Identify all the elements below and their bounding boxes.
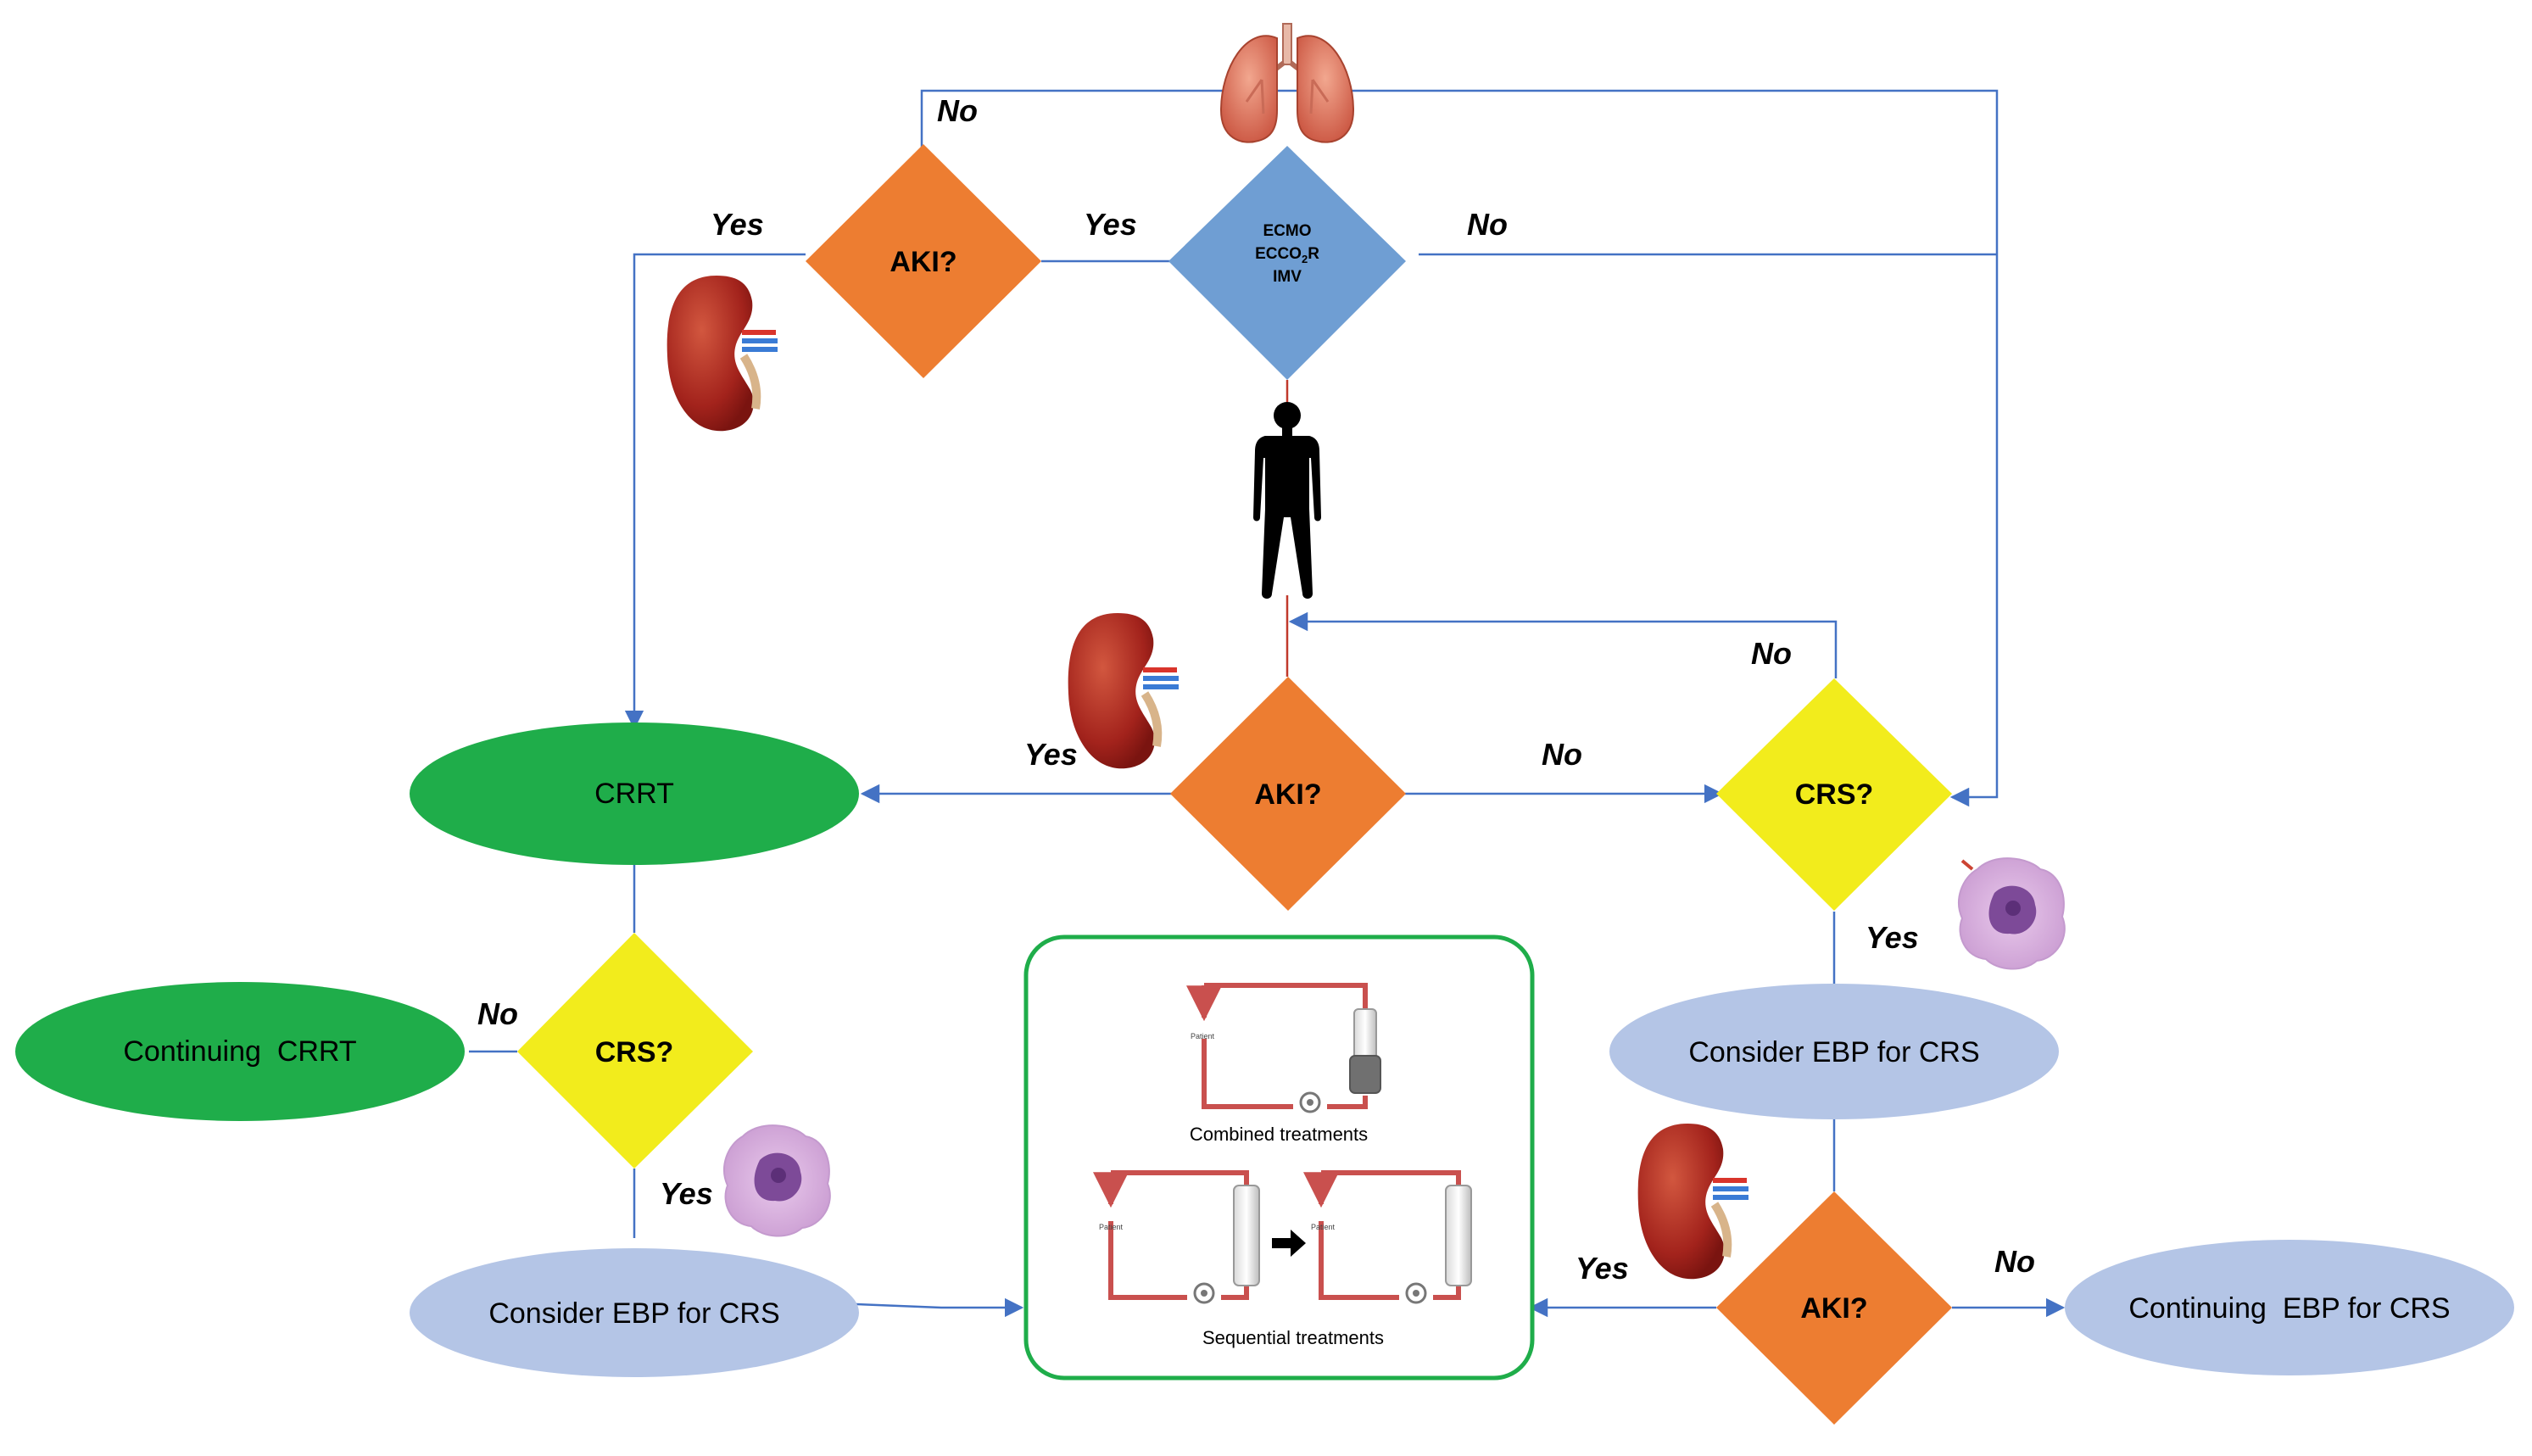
right-crs-diamond	[1716, 678, 1952, 911]
kidney-icon	[1637, 1124, 1748, 1280]
combined-circuit: Patient	[1186, 983, 1381, 1113]
label-no-top-right: No	[1467, 207, 1508, 242]
left-crs-label: CRS?	[595, 1036, 674, 1068]
center-aki-diamond	[1170, 677, 1406, 911]
ebp-left-label: Consider EBP for CRS	[488, 1297, 779, 1330]
connector-no-top-left-loop	[920, 89, 1999, 807]
label-no-bottom-aki: No	[1994, 1244, 2035, 1279]
patient-label-combined: Patient	[1191, 1032, 1215, 1040]
bottom-aki-diamond	[1716, 1191, 1952, 1425]
label-no-top-left: No	[937, 93, 978, 128]
patient-label-seq2: Patient	[1311, 1223, 1336, 1231]
kidney-icon	[1068, 613, 1179, 769]
label-yes-top-left: Yes	[711, 207, 764, 242]
crrt-label: CRRT	[594, 778, 674, 810]
connector-right-crs-no-loop	[1288, 611, 1838, 678]
continuing-crrt-node	[15, 982, 465, 1121]
immune-cell-icon	[723, 1124, 831, 1237]
connectors	[469, 89, 2066, 1318]
continuing-crrt-label: Continuing CRRT	[123, 1035, 356, 1068]
label-no-left-crs: No	[477, 996, 518, 1031]
filter-cartridge-icon	[1233, 1185, 1260, 1286]
sequential-circuit-2: Patient	[1303, 1170, 1472, 1304]
support-line-ecmo: ECMO	[1263, 222, 1312, 240]
right-crs-label: CRS?	[1795, 778, 1874, 811]
label-yes-bottom-aki: Yes	[1576, 1251, 1629, 1286]
connector-top-aki-yes-crrt	[624, 253, 806, 730]
support-line-imv: IMV	[1273, 268, 1302, 286]
crrt-node	[410, 722, 859, 865]
support-diamond-label: ECMO ECCO2R IMV	[1255, 222, 1319, 286]
ebp-right-node	[1609, 984, 2059, 1119]
human-silhouette-icon	[1253, 402, 1321, 599]
inset-frame	[1023, 934, 1535, 1381]
sequential-circuit-1: Patient	[1093, 1170, 1260, 1304]
support-line-ecco2r: ECCO2R	[1255, 245, 1319, 265]
arrow-right-icon	[1272, 1230, 1306, 1257]
continuing-ebp-label: Continuing EBP for CRS	[2128, 1292, 2450, 1325]
filter-cartridge-icon	[1349, 1055, 1381, 1094]
label-yes-center: Yes	[1024, 737, 1078, 772]
label-no-right-loop: No	[1751, 636, 1792, 671]
combined-caption: Combined treatments	[1190, 1124, 1368, 1145]
top-aki-label: AKI?	[890, 246, 956, 278]
immune-cell-icon	[1958, 857, 2066, 970]
left-crs-diamond	[517, 933, 753, 1169]
label-yes-top-mid: Yes	[1084, 207, 1137, 242]
filter-cartridge-icon	[1445, 1185, 1472, 1286]
center-aki-label: AKI?	[1254, 778, 1321, 811]
support-diamond	[1168, 146, 1406, 380]
bottom-aki-label: AKI?	[1800, 1292, 1867, 1325]
label-yes-right-crs: Yes	[1866, 920, 1919, 955]
extracorporeal-treatments-inset: Patient Combined treatments Patient Pati…	[1023, 934, 1535, 1381]
sequential-caption: Sequential treatments	[1202, 1327, 1384, 1348]
kidney-icon	[666, 276, 778, 432]
patient-label-seq1: Patient	[1099, 1223, 1124, 1231]
label-yes-left-crs: Yes	[660, 1176, 713, 1211]
continuing-ebp-node	[2065, 1240, 2514, 1375]
label-no-center: No	[1542, 737, 1582, 772]
lungs-icon	[1219, 23, 1355, 143]
top-aki-diamond	[806, 144, 1041, 378]
ebp-right-label: Consider EBP for CRS	[1688, 1036, 1979, 1068]
connector-ebp-left-inset	[856, 1297, 1024, 1318]
ebp-left-node	[410, 1248, 859, 1377]
